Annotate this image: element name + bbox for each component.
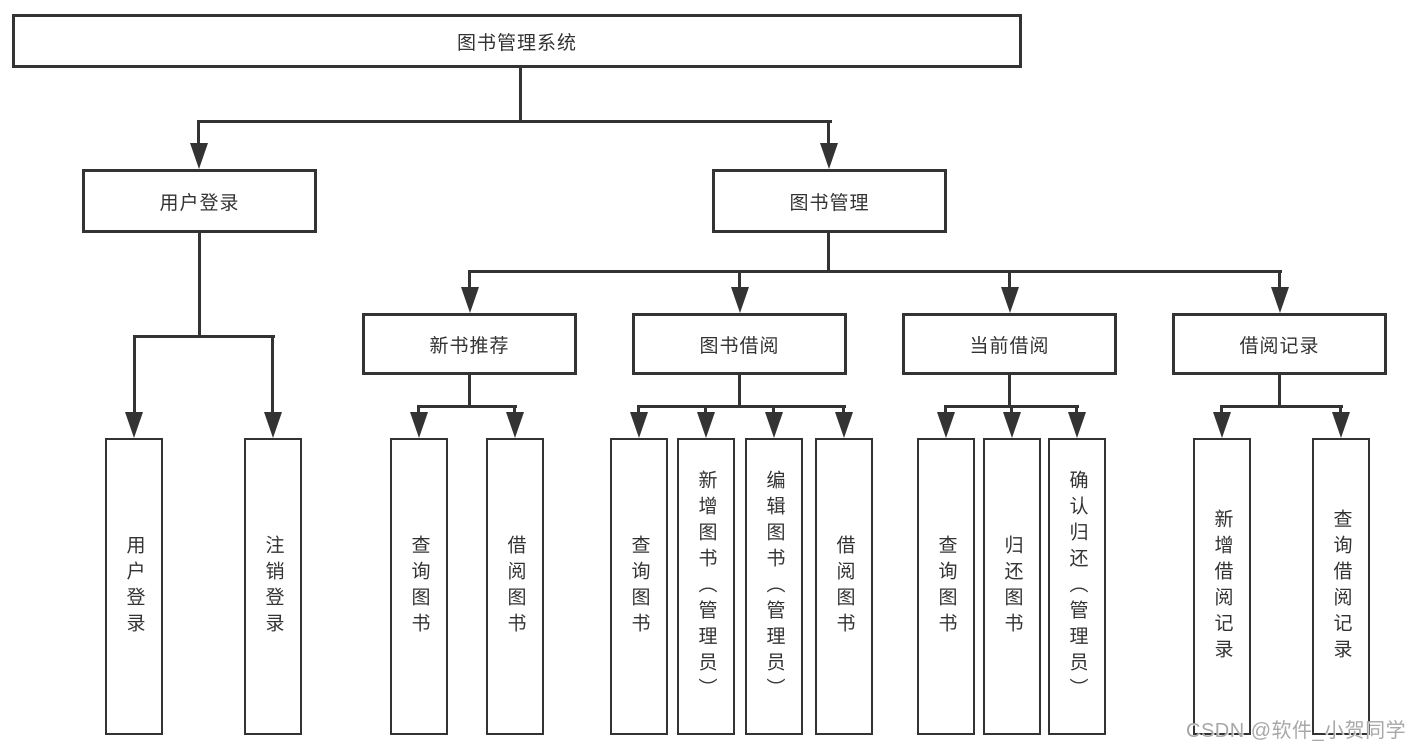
node-label: 查询图书 [935,534,957,639]
connector-shaft [1075,405,1078,417]
arrowhead-down-icon [190,143,208,169]
connector-split [1220,405,1343,408]
node-label: 确认归还（管理员） [1066,469,1088,704]
arrowhead-down-icon [1068,412,1086,438]
connector-shaft [513,405,516,417]
leaf-return-book: 归还图书 [983,438,1041,735]
node-label: 借阅图书 [833,534,855,639]
connector-shaft [842,405,845,417]
connector-shaft [944,405,947,417]
connector-shaft [468,270,471,292]
node-user-login: 用户登录 [82,169,317,233]
connector-userlogin-split [133,335,275,338]
csdn-watermark: CSDN @软件_小贺同学 [1186,720,1405,742]
connector-bookmgmt-split [468,270,1282,273]
arrowhead-down-icon [765,412,783,438]
node-label: 编辑图书（管理员） [763,469,785,704]
connector-split [637,405,846,408]
arrowhead-down-icon [937,412,955,438]
node-label: 查询借阅记录 [1330,508,1352,665]
leaf-query-borrow-record: 查询借阅记录 [1312,438,1370,735]
connector-shaft [1339,405,1342,417]
leaf-query-books-borrow: 查询图书 [610,438,668,735]
node-label: 当前借阅 [969,335,1050,357]
node-label: 归还图书 [1001,534,1023,639]
node-book-borrow: 图书借阅 [632,313,847,375]
node-label: 借阅图书 [504,534,526,639]
connector-split [417,405,517,408]
node-label: 图书管理 [789,192,870,214]
node-label: 图书借阅 [699,335,780,357]
leaf-borrow-books-borrow: 借阅图书 [815,438,873,735]
arrowhead-down-icon [697,412,715,438]
connector-shaft [1010,405,1013,417]
arrowhead-down-icon [731,287,749,313]
arrowhead-down-icon [630,412,648,438]
connector-stem [1278,375,1281,407]
connector-shaft [133,335,136,415]
arrowhead-down-icon [125,412,143,438]
connector-shaft [738,270,741,292]
arrowhead-down-icon [410,412,428,438]
leaf-logout: 注销登录 [244,438,302,735]
leaf-edit-book-admin: 编辑图书（管理员） [745,438,803,735]
node-current-borrow: 当前借阅 [902,313,1117,375]
node-label: 图书管理系统 [456,32,577,54]
connector-root-stem [519,67,522,122]
connector-stem [1008,375,1011,407]
arrowhead-down-icon [461,287,479,313]
connector-shaft [271,335,274,415]
arrowhead-down-icon [1001,287,1019,313]
node-label: 用户登录 [123,534,145,639]
connector-shaft [704,405,707,417]
connector-shaft [1220,405,1223,417]
leaf-query-books-recommend: 查询图书 [390,438,448,735]
connector-stem [468,375,471,407]
arrowhead-down-icon [1003,412,1021,438]
connector-shaft [637,405,640,417]
node-label: 借阅记录 [1239,335,1320,357]
node-library-management-system: 图书管理系统 [12,14,1022,68]
arrowhead-down-icon [820,143,838,169]
node-label: 新书推荐 [429,335,510,357]
leaf-add-book-admin: 新增图书（管理员） [677,438,735,735]
arrowhead-down-icon [1332,412,1350,438]
connector-bookmgmt-stem [827,233,830,273]
connector-userlogin-stem [198,233,201,337]
connector-root-split [197,120,832,123]
leaf-add-borrow-record: 新增借阅记录 [1193,438,1251,735]
node-label: 查询图书 [628,534,650,639]
node-label: 注销登录 [262,534,284,639]
node-book-management: 图书管理 [712,169,947,233]
connector-shaft [197,120,200,150]
connector-stem [738,375,741,407]
node-label: 新增借阅记录 [1211,508,1233,665]
leaf-confirm-return-admin: 确认归还（管理员） [1048,438,1106,735]
connector-shaft [772,405,775,417]
node-new-book-recommend: 新书推荐 [362,313,577,375]
connector-shaft [827,120,830,150]
leaf-borrow-books-recommend: 借阅图书 [486,438,544,735]
leaf-user-login: 用户登录 [105,438,163,735]
node-label: 查询图书 [408,534,430,639]
arrowhead-down-icon [1271,287,1289,313]
arrowhead-down-icon [1213,412,1231,438]
arrowhead-down-icon [835,412,853,438]
node-label: 用户登录 [159,192,240,214]
connector-shaft [417,405,420,417]
node-label: 新增图书（管理员） [695,469,717,704]
arrowhead-down-icon [264,412,282,438]
node-borrow-records: 借阅记录 [1172,313,1387,375]
leaf-query-books-current: 查询图书 [917,438,975,735]
connector-shaft [1008,270,1011,292]
connector-shaft [1278,270,1281,292]
arrowhead-down-icon [506,412,524,438]
